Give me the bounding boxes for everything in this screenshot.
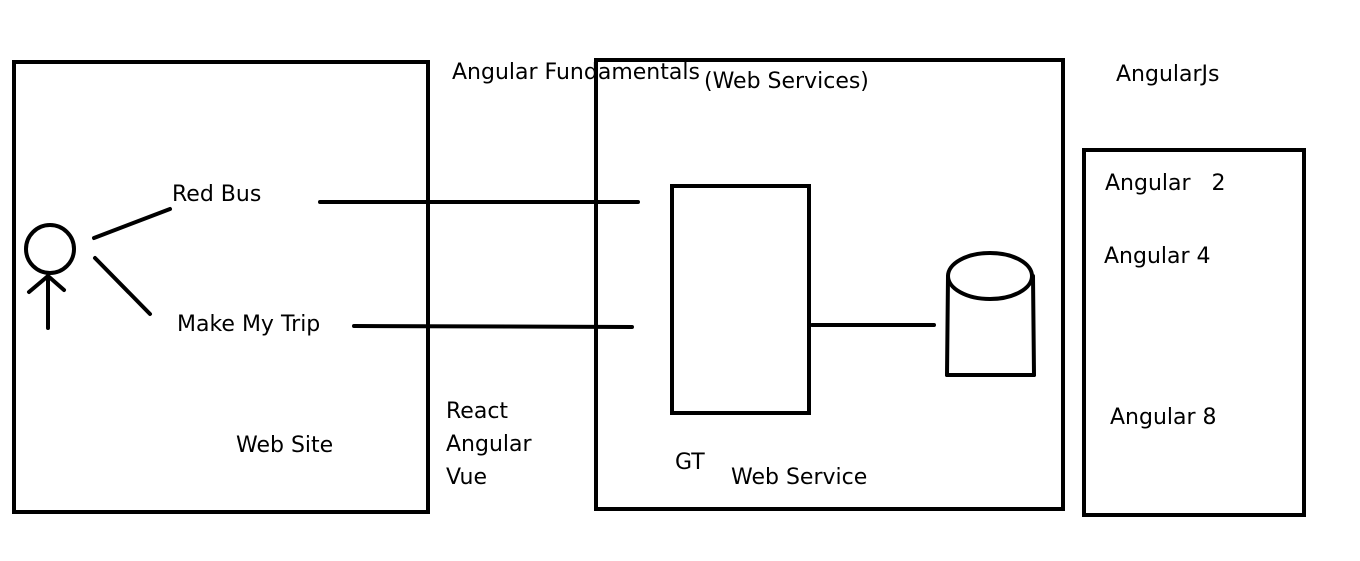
make-my-trip-label: Make My Trip bbox=[177, 312, 321, 337]
framework-vue: Vue bbox=[446, 465, 488, 490]
web-site-label: Web Site bbox=[236, 433, 334, 458]
user-to-make-my-trip-line bbox=[93, 256, 152, 316]
web-services-box bbox=[594, 58, 1065, 511]
gateway-box bbox=[670, 184, 811, 415]
angular-8-label: Angular 8 bbox=[1110, 405, 1217, 430]
web-services-title: (Web Services) bbox=[704, 69, 869, 94]
web-site-box bbox=[12, 60, 430, 514]
framework-angular: Angular bbox=[446, 432, 532, 457]
make-my-trip-to-gateway-line bbox=[352, 324, 634, 329]
gt-label: GT bbox=[675, 450, 705, 475]
user-icon bbox=[24, 223, 76, 330]
red-bus-label: Red Bus bbox=[172, 182, 262, 207]
web-service-label: Web Service bbox=[731, 465, 868, 490]
frameworks-list: React Angular Vue bbox=[446, 395, 532, 494]
user-to-red-bus-line bbox=[92, 207, 172, 240]
angular-versions-box bbox=[1082, 148, 1306, 517]
angularjs-label: AngularJs bbox=[1116, 62, 1220, 87]
angular-fundamentals-title: Angular Fundamentals bbox=[452, 60, 700, 85]
angular-2-label: Angular 2 bbox=[1105, 171, 1226, 196]
angular-4-label: Angular 4 bbox=[1104, 244, 1211, 269]
database-icon bbox=[945, 251, 1036, 377]
framework-react: React bbox=[446, 399, 509, 424]
